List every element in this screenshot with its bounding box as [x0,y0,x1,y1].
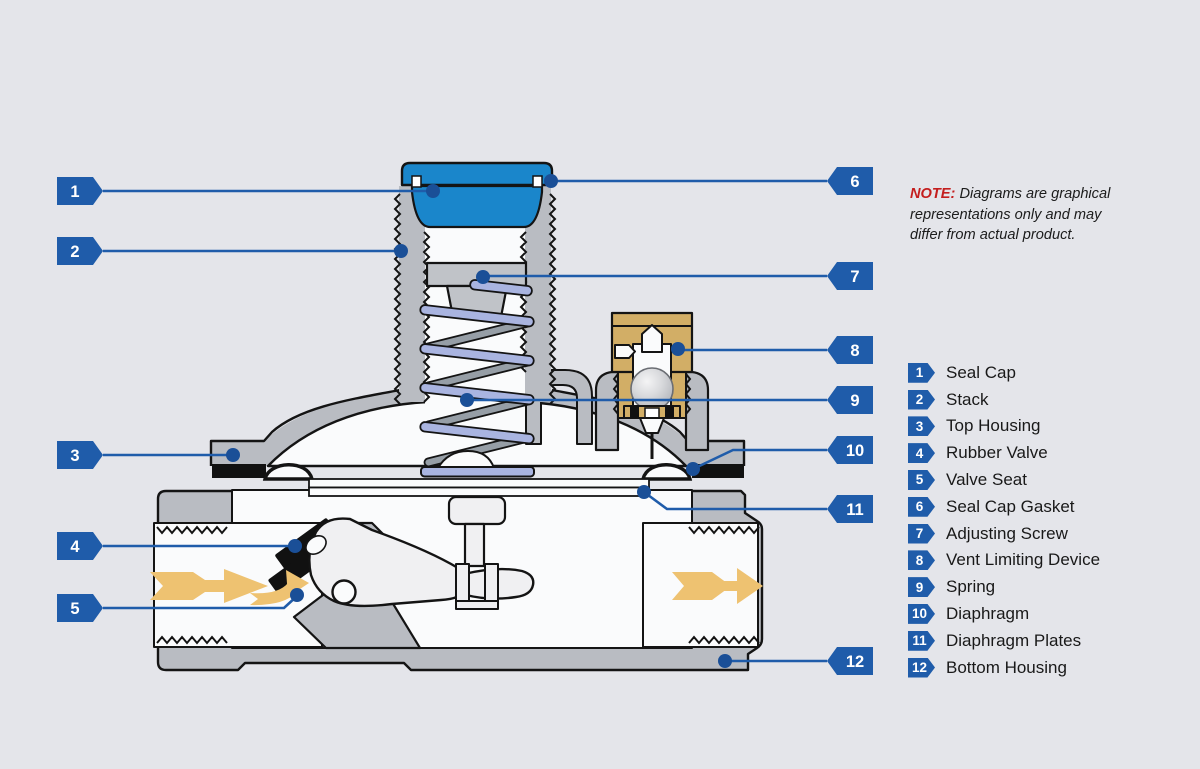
legend-badge: 10 [908,603,935,624]
lever-pivot [331,579,357,605]
legend-item-spring: 9 Spring [908,576,1190,598]
legend-item-adjusting-screw: 7 Adjusting Screw [908,523,1190,545]
svg-text:6: 6 [850,173,859,191]
svg-text:4: 4 [70,538,80,556]
callout-8: 8 [827,336,873,364]
legend-badge: 9 [908,577,935,598]
callout-10: 10 [827,436,873,464]
svg-text:7: 7 [850,268,859,286]
callout-3: 3 [57,441,103,469]
legend-badge: 12 [908,657,935,678]
legend-badge: 6 [908,496,935,517]
legend-item-vent-limiting-device: 8 Vent Limiting Device [908,550,1190,572]
legend-item-stack: 2 Stack [908,389,1190,411]
svg-text:5: 5 [70,600,79,618]
legend-badge: 11 [908,630,935,651]
legend-item-top-housing: 3 Top Housing [908,416,1190,438]
vent-limiting-device [594,311,710,459]
callout-2: 2 [57,237,103,265]
legend-badge: 8 [908,550,935,571]
legend-badge: 4 [908,443,935,464]
svg-text:3: 3 [70,447,79,465]
svg-text:2: 2 [70,243,79,261]
legend-item-valve-seat: 5 Valve Seat [908,469,1190,491]
callout-4: 4 [57,532,103,560]
legend-item-diaphragm-plates: 11 Diaphragm Plates [908,630,1190,652]
flow-arrows [150,568,763,606]
svg-text:8: 8 [850,342,859,360]
legend-badge: 7 [908,523,935,544]
note-label: NOTE: [910,186,956,202]
note-text: Diagrams are graphical representations o… [910,186,1111,244]
callout-1: 1 [57,177,103,205]
diaphragm [212,463,744,481]
svg-text:9: 9 [850,392,859,410]
seal-cap [400,161,554,229]
vent-ball [630,367,674,411]
outlet-flow-arrow [672,568,763,604]
callout-5: 5 [57,594,103,622]
legend-item-seal-cap: 1 Seal Cap [908,362,1190,384]
callouts: 1 2 3 4 5 6 7 8 9 10 11 12 [57,167,873,675]
callout-7: 7 [827,262,873,290]
svg-text:10: 10 [846,442,864,460]
spring [419,279,535,468]
legend-badge: 2 [908,389,935,410]
valve-lever-assembly [268,495,535,610]
legend-item-rubber-valve: 4 Rubber Valve [908,442,1190,464]
legend-item-seal-cap-gasket: 6 Seal Cap Gasket [908,496,1190,518]
callout-6: 6 [827,167,873,195]
legend-badge: 3 [908,416,935,437]
legend-badge: 1 [908,362,935,383]
legend-item-bottom-housing: 12 Bottom Housing [908,657,1190,679]
legend-badge: 5 [908,469,935,490]
seal-cap-gasket [410,184,544,229]
disclaimer-note: NOTE: Diagrams are graphical representat… [910,184,1115,246]
svg-text:12: 12 [846,653,864,671]
callout-12: 12 [827,647,873,675]
legend-item-diaphragm: 10 Diaphragm [908,603,1190,625]
seat-flow-arrow [250,570,309,606]
svg-text:1: 1 [70,183,79,201]
parts-legend: 1 Seal Cap 2 Stack 3 Top Housing 4 Rubbe… [908,362,1190,684]
diaphragm-plates [308,450,650,497]
callout-9: 9 [827,386,873,414]
callout-11: 11 [827,495,873,523]
inlet-flow-arrow [150,569,268,603]
svg-text:11: 11 [846,501,863,519]
